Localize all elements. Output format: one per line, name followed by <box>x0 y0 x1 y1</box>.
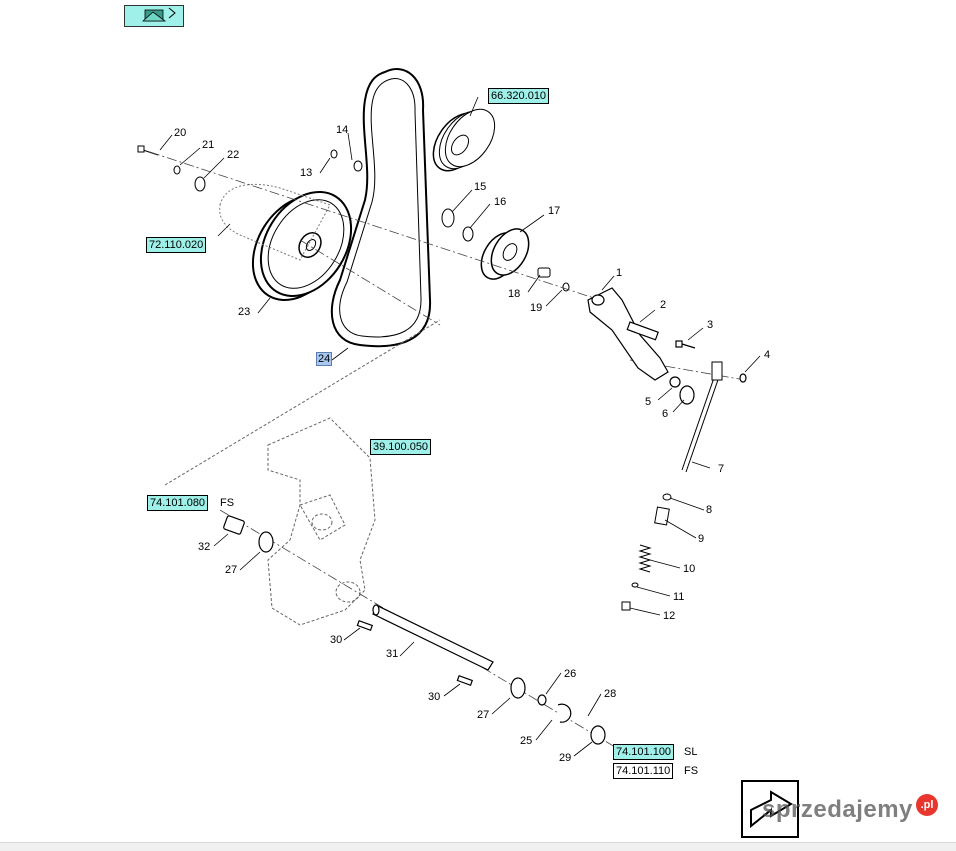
part-number-6: 6 <box>662 408 669 420</box>
part-number-27: 27 <box>225 564 238 576</box>
part-number-29: 29 <box>559 752 572 764</box>
part-number-24[interactable]: 24 <box>316 352 333 366</box>
part-number-8: 8 <box>706 504 713 516</box>
part-number-10: 10 <box>683 563 696 575</box>
part-number-13: 13 <box>300 167 313 179</box>
part-number-26: 26 <box>564 668 577 680</box>
ref-39-100-050[interactable]: 39.100.050 <box>370 439 432 455</box>
part-number-30: 30 <box>330 634 343 646</box>
part-number-7: 7 <box>718 463 725 475</box>
part-number-14: 14 <box>336 124 349 136</box>
part-number-2: 2 <box>660 299 667 311</box>
part-number-9: 9 <box>698 533 705 545</box>
back-to-group-button[interactable] <box>124 5 184 27</box>
leader-lines <box>159 96 761 757</box>
axis-lines <box>149 151 746 751</box>
pulley-17 <box>480 228 530 280</box>
part-number-18: 18 <box>508 288 521 300</box>
ref-72-110-020[interactable]: 72.110.020 <box>146 237 207 253</box>
arm-1 <box>587 287 747 405</box>
part-number-27-lower: 27 <box>477 709 490 721</box>
part-number-22: 22 <box>227 149 240 161</box>
part-number-31: 31 <box>386 648 399 660</box>
part-number-5: 5 <box>645 396 652 408</box>
ref-74-101-110[interactable]: 74.101.110 <box>613 763 674 779</box>
ref-suffix-fs-2: FS <box>684 765 699 777</box>
part-number-15: 15 <box>474 181 487 193</box>
part-number-19: 19 <box>530 302 543 314</box>
part-number-23: 23 <box>238 306 251 318</box>
part-number-4: 4 <box>764 349 771 361</box>
part-number-21: 21 <box>202 139 215 151</box>
ref-66-320-010[interactable]: 66.320.010 <box>488 88 550 104</box>
part-number-11: 11 <box>673 591 685 603</box>
frame-housing <box>164 319 441 626</box>
part-number-20: 20 <box>174 127 187 139</box>
shaft-31 <box>223 515 606 745</box>
ref-74-101-100[interactable]: 74.101.100 <box>613 744 675 760</box>
part-number-17: 17 <box>548 205 561 217</box>
part-number-1: 1 <box>616 267 623 279</box>
pulley-23 <box>251 190 353 302</box>
pulley-upper <box>432 108 496 172</box>
belt-24 <box>330 68 432 348</box>
part-number-12: 12 <box>663 610 676 622</box>
part-number-28: 28 <box>604 688 617 700</box>
part-number-32: 32 <box>198 541 211 553</box>
part-number-3: 3 <box>707 319 714 331</box>
watermark-text: sprzedajemy <box>762 796 913 823</box>
watermark-badge: .pl <box>916 794 938 816</box>
next-page-button[interactable] <box>741 780 799 838</box>
arrow-icon <box>750 790 793 829</box>
ref-74-101-080[interactable]: 74.101.080 <box>147 495 209 511</box>
part-number-25: 25 <box>520 735 533 747</box>
ref-suffix-fs: FS <box>220 497 235 509</box>
ref-suffix-sl: SL <box>684 746 698 758</box>
part-number-16: 16 <box>494 196 507 208</box>
part-number-30-lower: 30 <box>428 691 441 703</box>
rod-7 <box>621 361 723 611</box>
bottom-bar <box>0 842 956 851</box>
folder-icon <box>141 7 176 22</box>
